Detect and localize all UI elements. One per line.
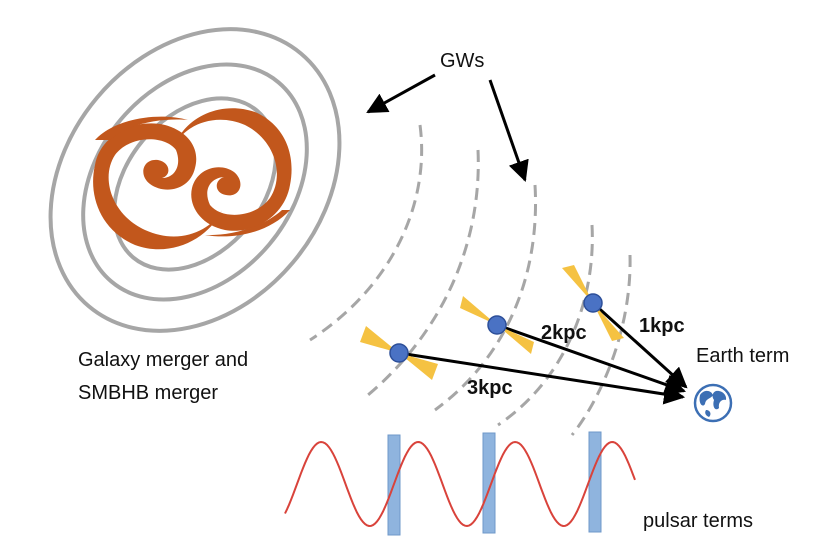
gws-label: GWs	[440, 50, 484, 72]
gw-arrow-down	[488, 79, 529, 182]
pulsar-terms-signal	[284, 431, 636, 536]
gw-arrow-left	[366, 73, 436, 114]
sine-wave	[284, 440, 636, 528]
distance-label-2kpc: 2kpc	[541, 322, 587, 344]
pulsar-icon	[583, 293, 603, 313]
galaxy-label-line2: SMBHB merger	[78, 382, 218, 404]
signal-bar	[482, 432, 496, 534]
pulsar-1kpc	[562, 265, 624, 341]
pulsar-icon	[389, 343, 409, 363]
arrow-2kpc	[496, 323, 686, 395]
signal-bar	[588, 431, 602, 533]
distance-arrows	[398, 301, 688, 405]
distance-label-1kpc: 1kpc	[639, 315, 685, 337]
pulsar-2kpc	[460, 296, 534, 354]
pulsar-icon	[487, 315, 507, 335]
pulsar-3kpc	[360, 326, 438, 380]
distance-label-3kpc: 3kpc	[467, 377, 513, 399]
pulsar-terms-label: pulsar terms	[643, 510, 753, 532]
arrow-3kpc	[398, 351, 686, 405]
gw-wavefronts	[309, 124, 632, 436]
galaxy-icon	[93, 108, 292, 250]
earth-globe-icon	[693, 383, 733, 423]
gw-arrows	[366, 73, 529, 182]
earth-term-label: Earth term	[696, 345, 789, 367]
arrow-1kpc	[591, 301, 688, 389]
galaxy-label-line1: Galaxy merger and	[78, 349, 248, 371]
